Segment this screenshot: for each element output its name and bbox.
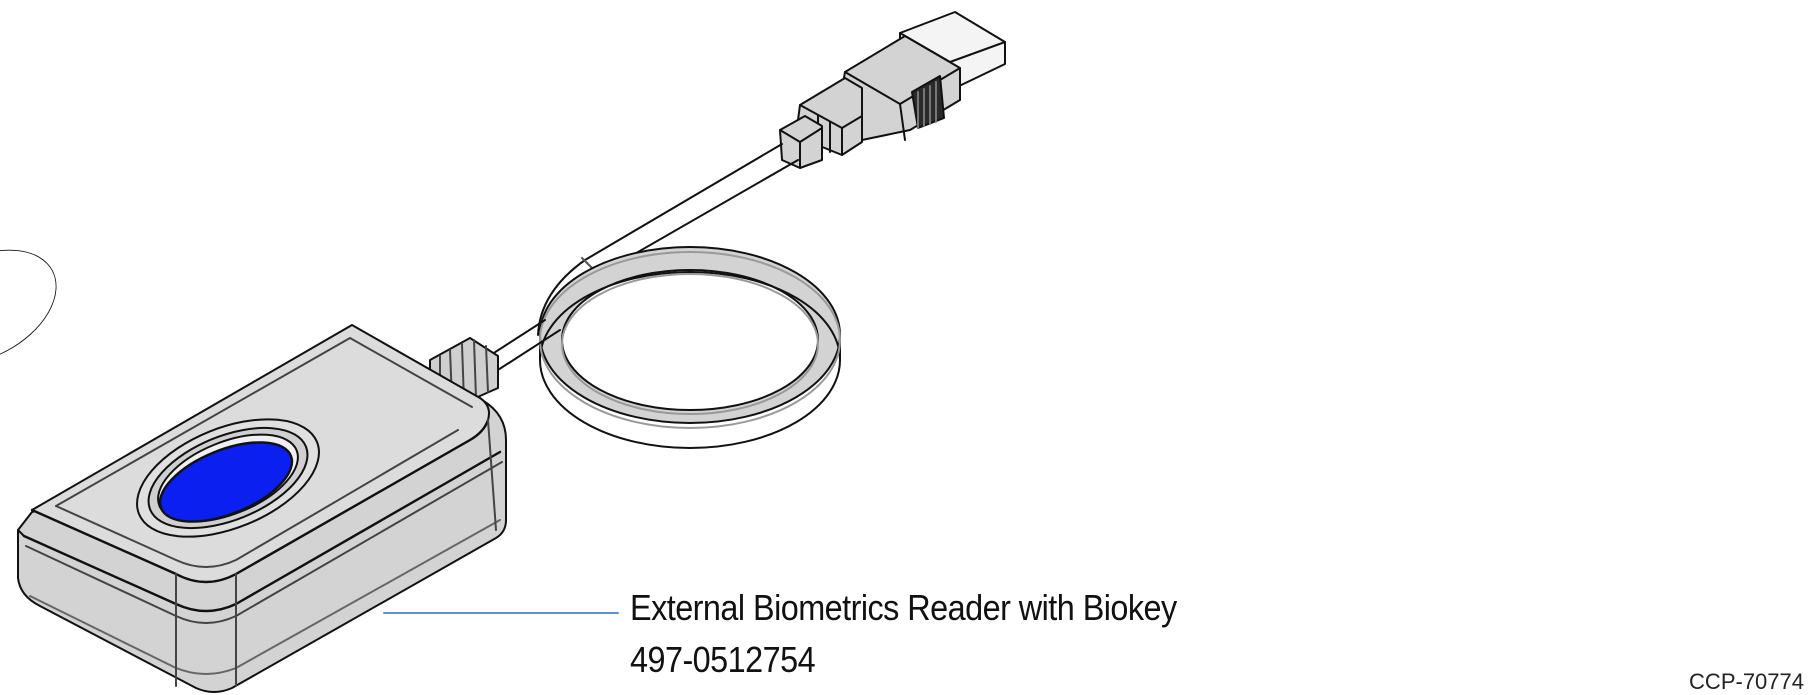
callout-label-part-number: 497-0512754 [630,639,816,680]
callout-label-name: External Biometrics Reader with Biokey [630,587,1177,628]
reader-body [0,249,507,693]
usb-plug [779,11,1006,169]
figure-id: CCP-70774 [1689,669,1804,694]
fingerprint-sensor [158,441,294,523]
usb-cable [454,143,841,449]
